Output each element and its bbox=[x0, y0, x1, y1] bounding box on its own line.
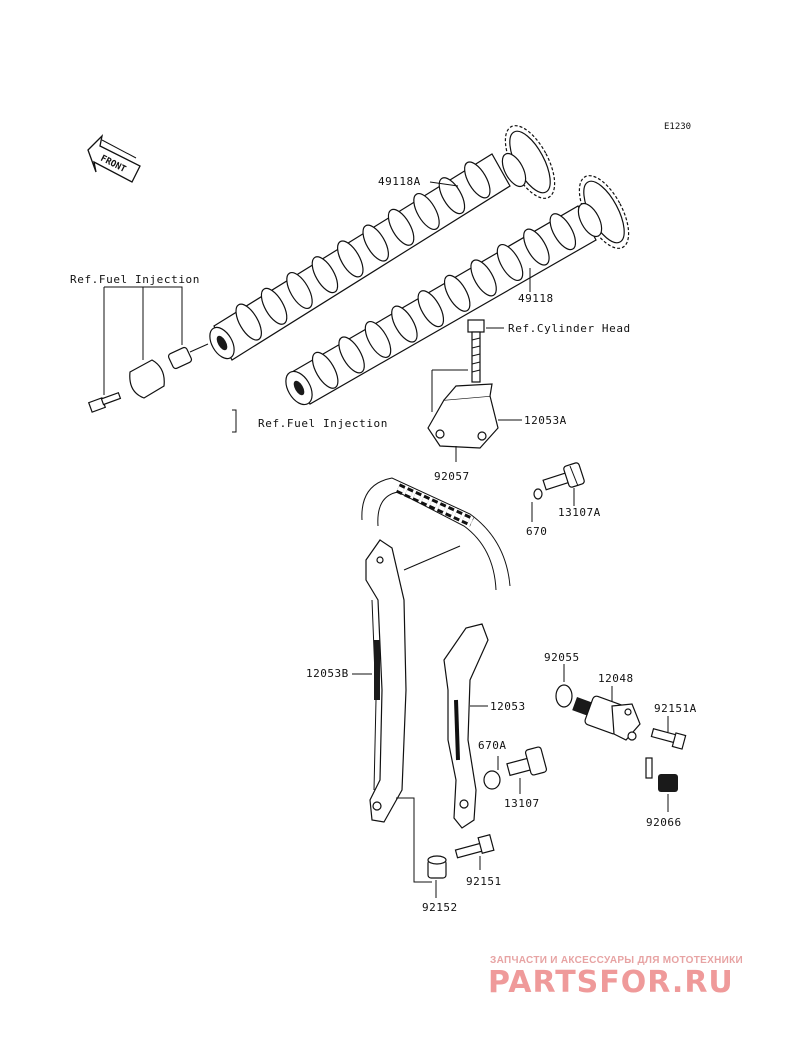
rear-chain-guide bbox=[365, 539, 407, 823]
cam-lobe bbox=[549, 213, 577, 251]
label-bolt-92151a: 92151A bbox=[654, 702, 697, 715]
fuel-injection-sensor-plate bbox=[129, 359, 165, 399]
cam-lobe bbox=[338, 336, 365, 374]
bolt-13107 bbox=[506, 746, 548, 777]
label-oring-670a: 670A bbox=[478, 739, 507, 752]
cam-lobe bbox=[337, 240, 364, 278]
cam-lobe bbox=[260, 287, 288, 325]
ref-cylinder-head: Ref.Cylinder Head bbox=[508, 322, 631, 335]
bolt-13107a bbox=[542, 462, 585, 491]
upper-chain-guide bbox=[427, 383, 499, 449]
oring-92055 bbox=[555, 684, 573, 708]
diagram-code: E1230 bbox=[664, 122, 691, 132]
label-plug-92066: 92066 bbox=[646, 816, 682, 829]
chain-tensioner bbox=[572, 695, 641, 741]
cylinder-head-bolt bbox=[467, 319, 485, 383]
ref-fuel-injection-mid: Ref.Fuel Injection bbox=[258, 417, 388, 430]
collar-92152 bbox=[427, 855, 447, 879]
plug-92066 bbox=[645, 757, 678, 792]
cam-lobe bbox=[286, 272, 313, 309]
cam-lobe bbox=[464, 161, 491, 199]
cam-lobe bbox=[387, 208, 415, 246]
oring-670 bbox=[533, 488, 543, 500]
label-tensioner: 12048 bbox=[598, 672, 634, 685]
label-camshaft-intake: 49118 bbox=[518, 292, 554, 305]
cam-lobe bbox=[496, 244, 524, 281]
cam-lobe bbox=[523, 228, 550, 266]
bolt-92151a bbox=[650, 728, 687, 750]
camshaft-intake bbox=[285, 175, 630, 406]
label-oring-92055: 92055 bbox=[544, 651, 580, 664]
cam-lobe bbox=[364, 321, 392, 358]
cam-lobe bbox=[235, 303, 262, 341]
fuel-injection-bolt bbox=[87, 391, 122, 413]
label-washer-92057: 92057 bbox=[434, 470, 470, 483]
timing-chain bbox=[361, 477, 511, 591]
label-camshaft-exhaust: 49118A bbox=[378, 175, 421, 188]
label-bolt-13107: 13107 bbox=[504, 797, 540, 810]
label-collar-92152: 92152 bbox=[422, 901, 458, 914]
cam-lobe bbox=[311, 256, 339, 294]
label-oring-670: 670 bbox=[526, 525, 547, 538]
watermark-brand: PARTSFOR.RU bbox=[488, 965, 734, 1000]
label-rear-guide: 12053B bbox=[306, 667, 349, 680]
watermark-tagline: ЗАПЧАСТИ И АКСЕССУАРЫ ДЛЯ МОТОТЕХНИКИ bbox=[490, 955, 743, 966]
cam-lobe bbox=[470, 259, 497, 297]
label-bolt-13107a: 13107A bbox=[558, 506, 601, 519]
ref-fuel-injection-top: Ref.Fuel Injection bbox=[70, 273, 200, 286]
cam-lobe bbox=[417, 290, 445, 328]
bolt-92151 bbox=[454, 833, 495, 859]
front-arrow-icon: FRONT bbox=[87, 134, 141, 183]
cam-lobe bbox=[391, 305, 418, 343]
label-front-guide: 12053 bbox=[490, 700, 526, 713]
label-bolt-92151: 92151 bbox=[466, 875, 502, 888]
cam-lobe bbox=[443, 274, 471, 312]
oring-670a bbox=[483, 770, 501, 790]
cam-lobe bbox=[362, 224, 389, 262]
cam-lobe bbox=[438, 177, 466, 215]
cam-lobe bbox=[413, 193, 440, 230]
cam-lobe bbox=[311, 351, 339, 389]
front-chain-guide bbox=[443, 623, 489, 829]
label-upper-guide: 12053A bbox=[524, 414, 567, 427]
camshaft-exhaust bbox=[209, 125, 556, 361]
fuel-injection-pin bbox=[167, 343, 209, 370]
